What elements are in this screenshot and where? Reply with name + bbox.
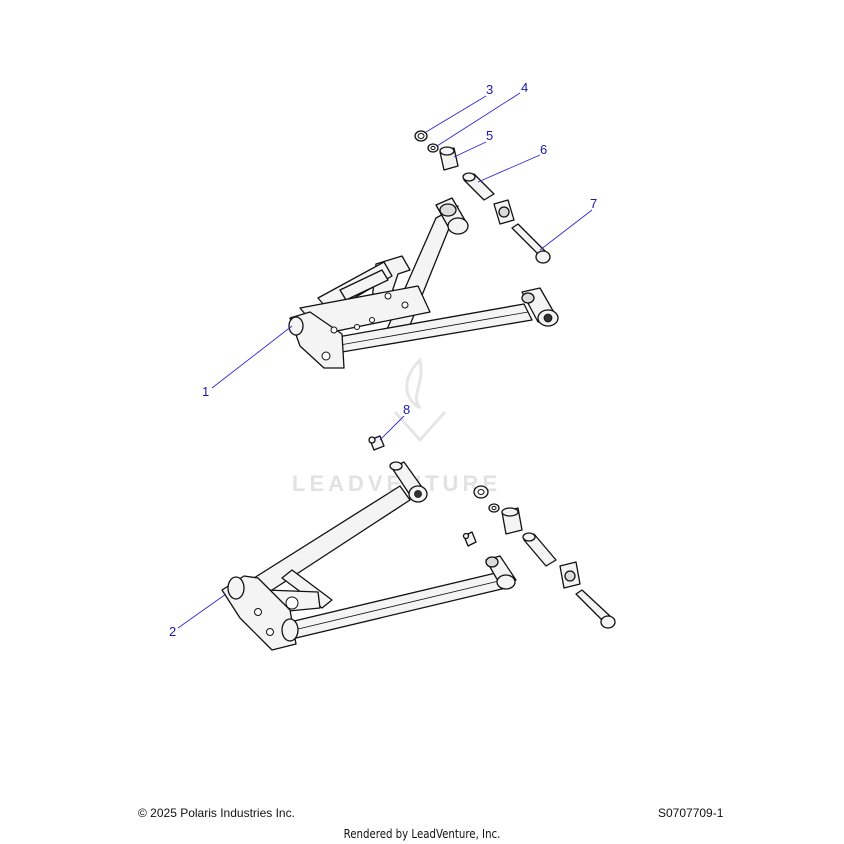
callout-2[interactable]: 2 xyxy=(169,624,176,639)
callouts: 3 4 5 6 7 1 8 2 xyxy=(169,80,597,639)
leader-line-6 xyxy=(477,154,541,183)
callout-4[interactable]: 4 xyxy=(521,80,528,95)
callout-6[interactable]: 6 xyxy=(540,142,547,157)
leader-line-8 xyxy=(379,415,405,441)
callout-1[interactable]: 1 xyxy=(202,384,209,399)
upper-hardware xyxy=(414,130,551,264)
diagram-id: S0707709-1 xyxy=(658,806,724,820)
leader-line-5 xyxy=(453,141,487,158)
callout-7[interactable]: 7 xyxy=(590,196,597,211)
lower-hardware xyxy=(368,435,616,629)
leader-line-1 xyxy=(211,325,293,389)
watermark-flame-icon xyxy=(393,356,447,443)
callout-5[interactable]: 5 xyxy=(486,128,493,143)
leader-line-3 xyxy=(425,95,487,133)
rendered-by-text: Rendered by LeadVenture, Inc. xyxy=(343,827,501,841)
lower-a-arm[interactable] xyxy=(221,461,517,651)
leader-line-7 xyxy=(539,209,593,251)
copyright-text: © 2025 Polaris Industries Inc. xyxy=(138,806,295,820)
leader-line-4 xyxy=(436,92,521,147)
upper-a-arm[interactable] xyxy=(288,197,559,369)
callout-8[interactable]: 8 xyxy=(403,402,410,417)
leader-line-2 xyxy=(177,593,227,629)
callout-3[interactable]: 3 xyxy=(486,82,493,97)
